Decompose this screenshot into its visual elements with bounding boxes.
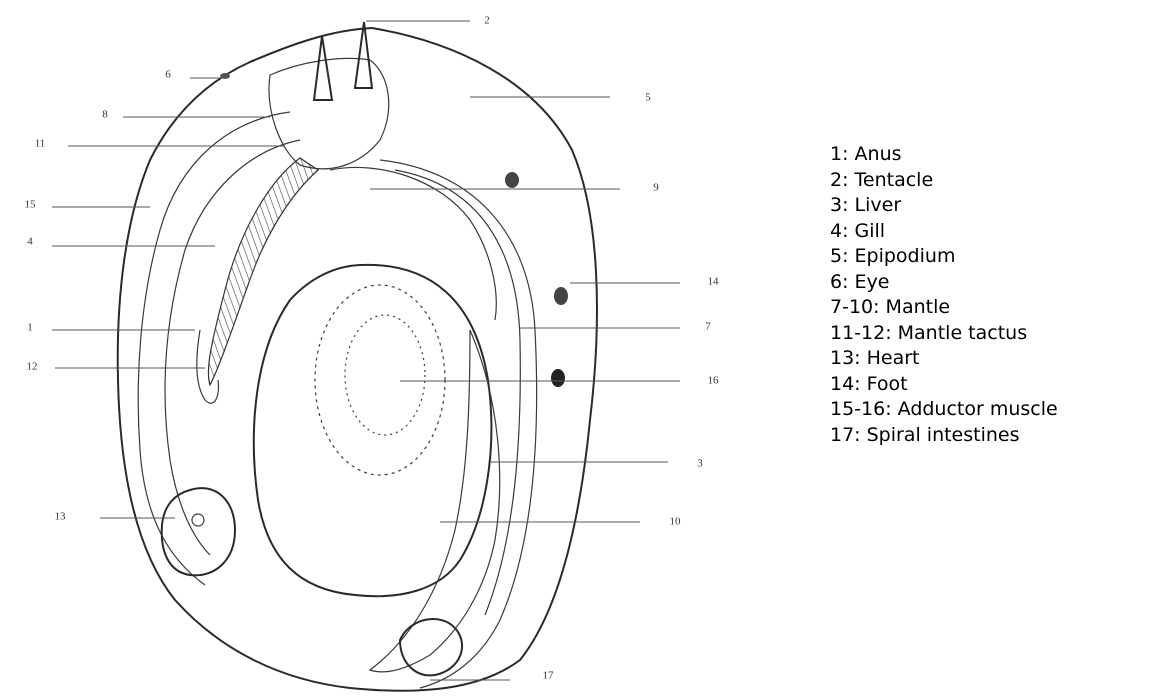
legend-item: 7-10: Mantle [830, 295, 1160, 321]
legend-item: 15-16: Adductor muscle [830, 397, 1160, 423]
legend: 1: Anus 2: Tentacle 3: Liver 4: Gill 5: … [830, 142, 1160, 448]
legend-item: 13: Heart [830, 346, 1160, 372]
legend-item: 2: Tentacle [830, 168, 1160, 194]
callout-16: 16 [708, 375, 720, 387]
callout-numbers: 2 6 8 5 11 9 15 4 14 1 7 12 16 3 13 10 1… [25, 15, 720, 682]
legend-item: 1: Anus [830, 142, 1160, 168]
callout-4: 4 [27, 236, 33, 248]
epipodium-outline [118, 28, 597, 691]
legend-item: 4: Gill [830, 219, 1160, 245]
legend-item: 5: Epipodium [830, 244, 1160, 270]
adductor-muscle [254, 265, 492, 596]
legend-item: 6: Eye [830, 270, 1160, 296]
callout-8: 8 [102, 109, 108, 121]
callout-7: 7 [705, 321, 711, 333]
legend-item: 17: Spiral intestines [830, 423, 1160, 449]
callout-9: 9 [653, 182, 659, 194]
leader-lines [52, 21, 680, 680]
spiral-intestine [400, 619, 462, 675]
tentacle-left [314, 36, 332, 100]
callout-12: 12 [27, 361, 38, 373]
callout-1: 1 [27, 322, 33, 334]
anatomy-diagram: 2 6 8 5 11 9 15 4 14 1 7 12 16 3 13 10 1… [0, 0, 780, 699]
callout-5: 5 [645, 92, 651, 104]
callout-14: 14 [708, 276, 720, 288]
callout-6: 6 [165, 69, 171, 81]
callout-15: 15 [25, 199, 37, 211]
tentacle-right [355, 22, 372, 88]
heart [162, 488, 235, 575]
legend-item: 14: Foot [830, 372, 1160, 398]
legend-item: 3: Liver [830, 193, 1160, 219]
mantle-strip [380, 160, 537, 688]
callout-3: 3 [697, 458, 703, 470]
callout-11: 11 [35, 138, 46, 150]
callout-10: 10 [670, 516, 682, 528]
gill [208, 158, 318, 385]
legend-item: 11-12: Mantle tactus [830, 321, 1160, 347]
mantle-cavity [330, 167, 496, 320]
callout-2: 2 [484, 15, 490, 27]
callout-13: 13 [55, 511, 67, 523]
callout-17: 17 [543, 670, 555, 682]
